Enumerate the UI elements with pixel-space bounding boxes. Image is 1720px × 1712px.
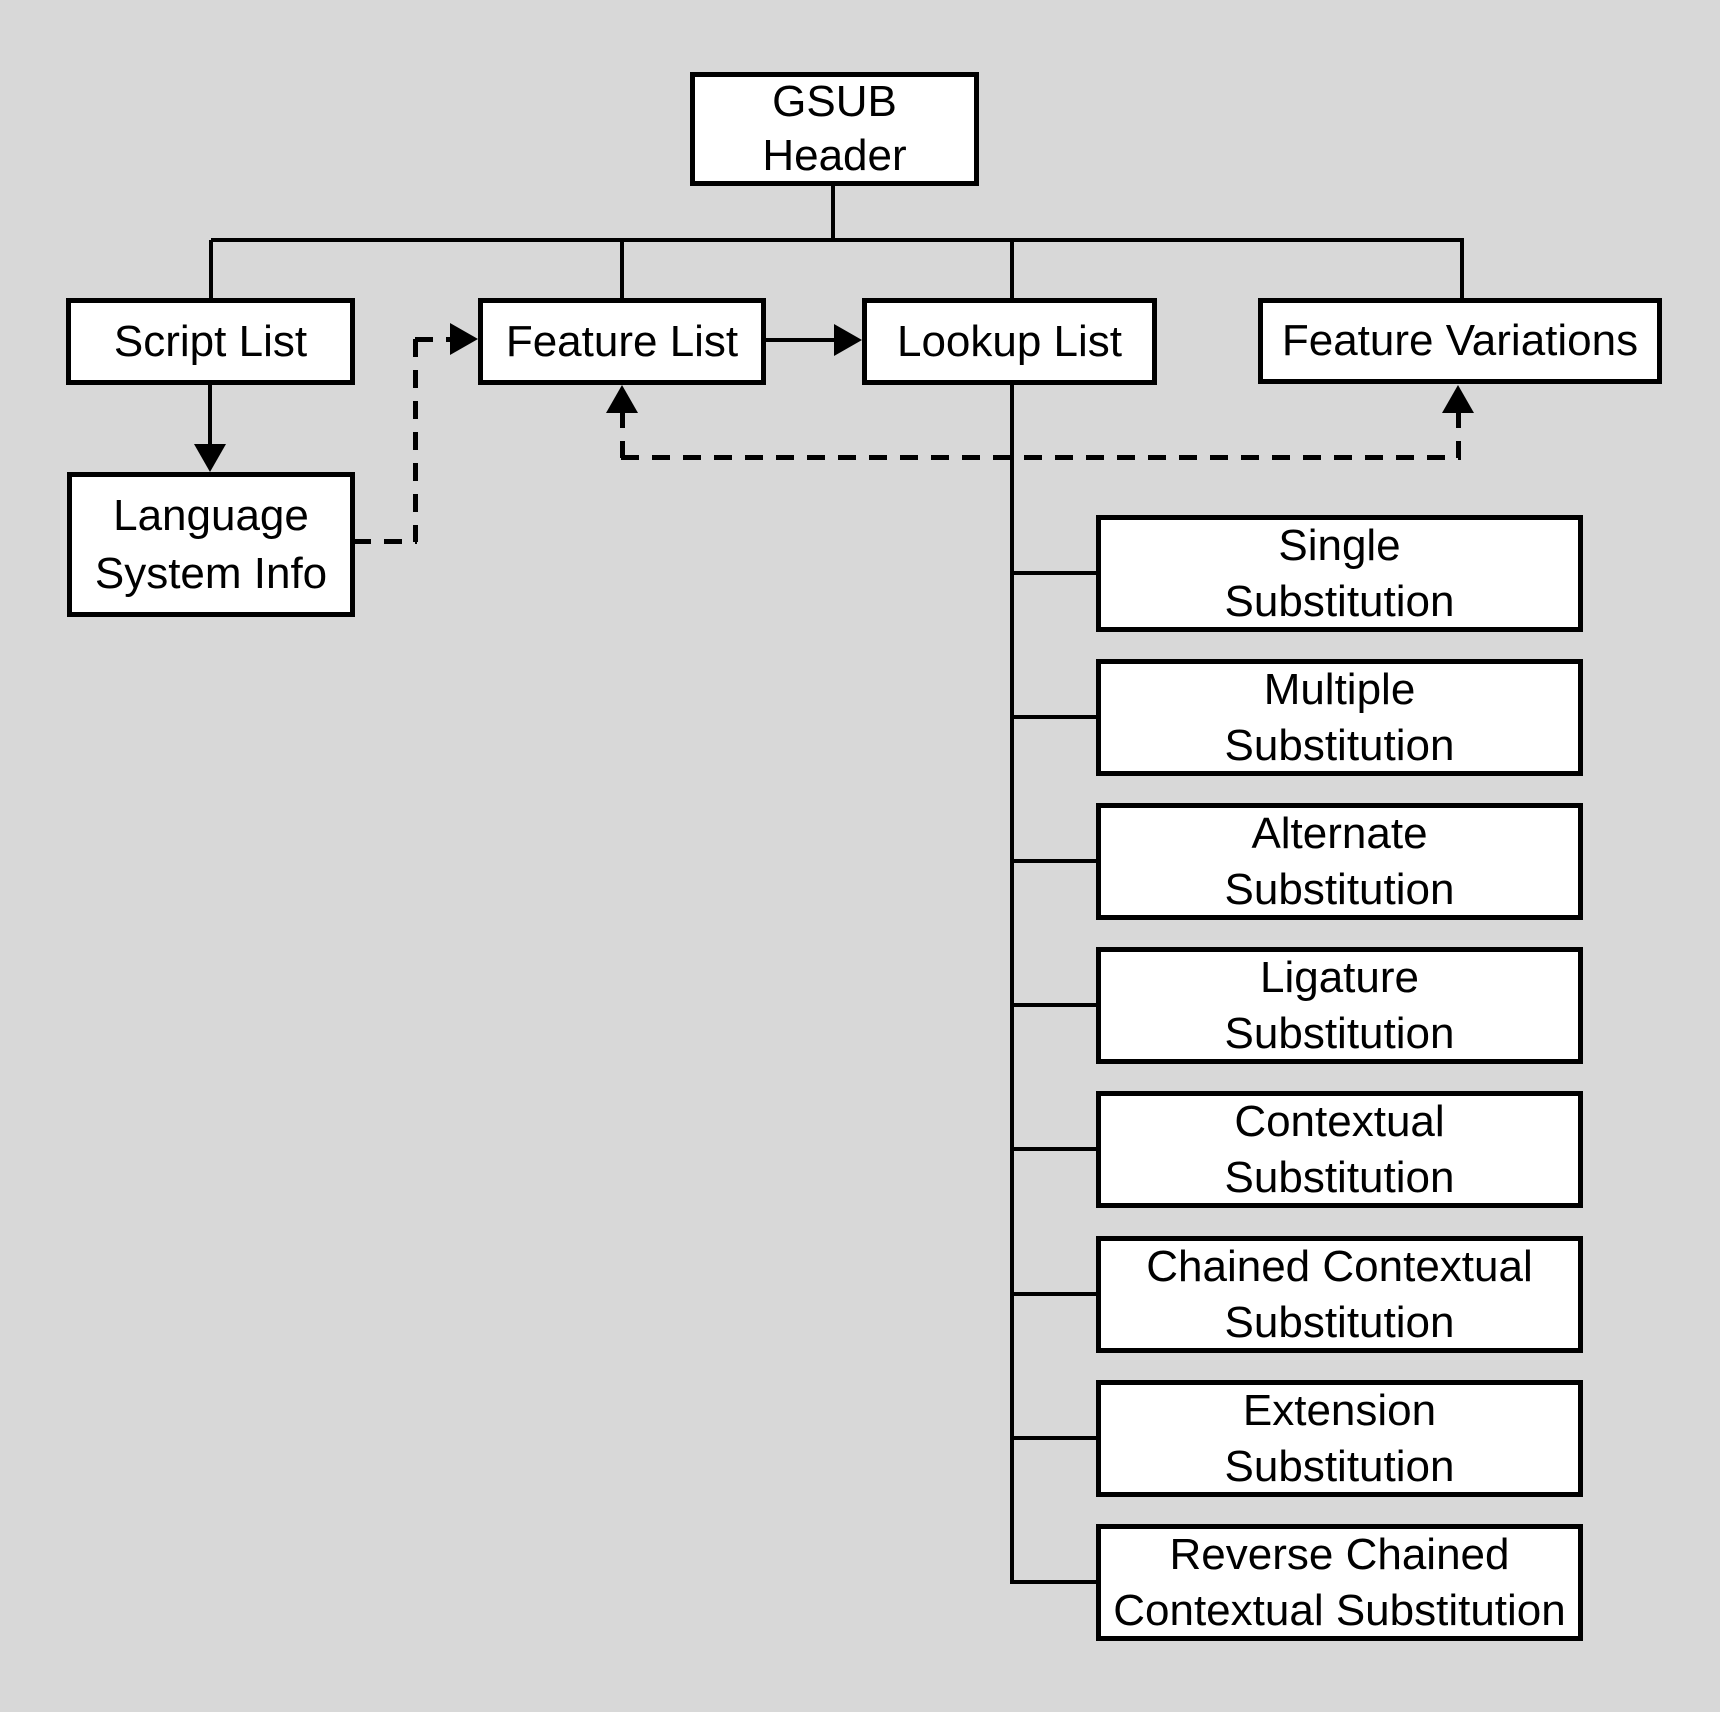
dashed-language-out-segment [353, 539, 417, 544]
script-list-label: Script List [113, 316, 308, 366]
connector-branch-extension [1010, 1436, 1100, 1440]
connector-top-horizontal-bus [211, 238, 1464, 242]
multiple-substitution-line1: Multiple [1263, 664, 1416, 714]
reverse-chained-line2: Contextual Substitution [1113, 1585, 1566, 1635]
ligature-substitution-line1: Ligature [1259, 952, 1419, 1002]
node-lookup-list: Lookup List [862, 298, 1157, 385]
dashed-language-to-feature-head [450, 323, 478, 355]
extension-substitution-line2: Substitution [1224, 1441, 1455, 1491]
connector-branch-chained [1010, 1292, 1100, 1296]
language-system-info-line2: System Info [94, 548, 328, 598]
reverse-chained-line1: Reverse Chained [1169, 1529, 1510, 1579]
multiple-substitution-line2: Substitution [1224, 720, 1455, 770]
connector-drop-script-list [209, 240, 213, 300]
connector-branch-single [1010, 571, 1100, 575]
connector-branch-alternate [1010, 859, 1100, 863]
contextual-substitution-line1: Contextual [1234, 1096, 1445, 1146]
gsub-header-line1: GSUB [772, 77, 897, 126]
single-substitution-line1: Single [1278, 520, 1401, 570]
arrow-feature-to-lookup-line [764, 338, 836, 342]
arrow-feature-to-lookup-head [834, 324, 862, 356]
dashed-up-to-feature-variations [1456, 410, 1461, 458]
node-multiple-substitution: Multiple Substitution [1096, 659, 1583, 776]
node-feature-variations: Feature Variations [1258, 298, 1662, 384]
feature-variations-label: Feature Variations [1281, 316, 1639, 365]
dashed-feature-list-head [606, 385, 638, 413]
extension-substitution-line1: Extension [1242, 1385, 1437, 1435]
connector-drop-feature-variations [1460, 240, 1464, 300]
connector-branch-reverse [1010, 1580, 1100, 1584]
node-ligature-substitution: Ligature Substitution [1096, 947, 1583, 1064]
node-extension-substitution: Extension Substitution [1096, 1380, 1583, 1497]
node-chained-contextual-substitution: Chained Contextual Substitution [1096, 1236, 1583, 1353]
arrow-script-to-language-head [194, 444, 226, 472]
dashed-language-into-feature-segment [415, 337, 451, 342]
dashed-lookup-horizontal [621, 455, 1461, 460]
feature-list-label: Feature List [505, 316, 739, 366]
node-gsub-header: GSUB Header [690, 72, 979, 186]
language-system-info-line1: Language [113, 490, 309, 540]
node-reverse-chained-contextual-substitution: Reverse Chained Contextual Substitution [1096, 1524, 1583, 1641]
dashed-up-to-feature-list [620, 410, 625, 458]
alternate-substitution-line1: Alternate [1251, 808, 1428, 858]
chained-contextual-substitution-line2: Substitution [1224, 1297, 1455, 1347]
node-contextual-substitution: Contextual Substitution [1096, 1091, 1583, 1208]
alternate-substitution-line2: Substitution [1224, 864, 1455, 914]
connector-drop-lookup-list [1010, 240, 1014, 300]
connector-branch-multiple [1010, 715, 1100, 719]
connector-drop-feature-list [620, 240, 624, 300]
single-substitution-line2: Substitution [1224, 576, 1455, 626]
gsub-header-line2: Header [762, 131, 907, 180]
connector-lookup-trunk [1010, 383, 1014, 1584]
dashed-language-up-segment [413, 339, 418, 542]
connector-branch-contextual [1010, 1147, 1100, 1151]
node-script-list: Script List [66, 298, 355, 385]
connector-branch-ligature [1010, 1003, 1100, 1007]
chained-contextual-substitution-line1: Chained Contextual [1146, 1241, 1533, 1291]
lookup-list-label: Lookup List [896, 316, 1123, 366]
node-feature-list: Feature List [478, 298, 766, 385]
node-single-substitution: Single Substitution [1096, 515, 1583, 632]
ligature-substitution-line2: Substitution [1224, 1008, 1455, 1058]
contextual-substitution-line2: Substitution [1224, 1152, 1455, 1202]
node-alternate-substitution: Alternate Substitution [1096, 803, 1583, 920]
arrow-script-to-language-line [208, 383, 212, 446]
node-language-system-info: Language System Info [67, 472, 355, 617]
connector-gsub-drop [831, 184, 835, 242]
dashed-feature-variations-head [1442, 385, 1474, 413]
